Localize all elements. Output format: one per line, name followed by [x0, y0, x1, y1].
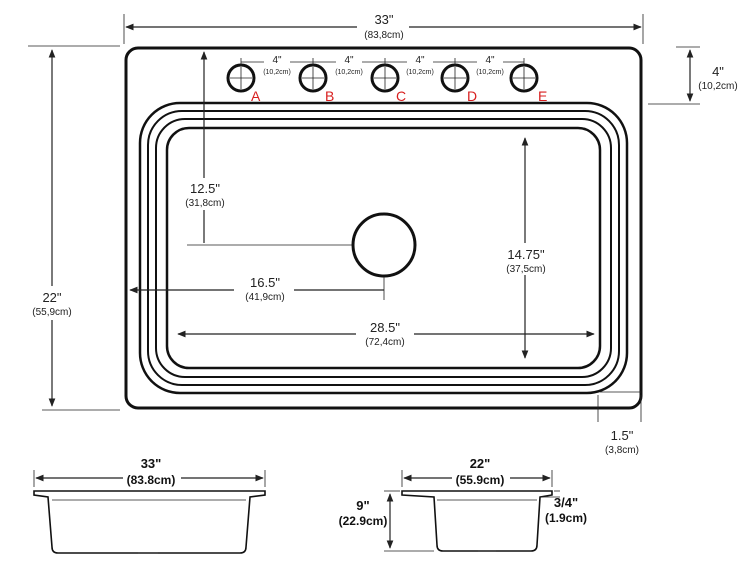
drain-from-side-in: 16.5": [250, 275, 280, 290]
spacing-cd-in: 4": [415, 55, 425, 66]
holes-to-back-dim: [648, 46, 700, 105]
spacing-bc-cm: (10,2cm): [335, 69, 363, 76]
faucet-hole-b: [298, 63, 328, 93]
spacing-de-cm: (10,2cm): [476, 69, 504, 76]
faucet-hole-d: [440, 63, 470, 93]
rim-height-in: 3/4": [554, 495, 578, 510]
drain-from-back-dim: [178, 51, 352, 246]
rim-dim: [597, 391, 642, 422]
rim-height-cm: (1.9cm): [545, 511, 587, 525]
holes-to-back-in: 4": [712, 64, 724, 79]
spacing-ab-in: 4": [272, 55, 282, 66]
bowl-width-cm: (37,5cm): [506, 264, 545, 275]
bowl-length-in: 28.5": [370, 320, 400, 335]
overall-depth-dim: [24, 45, 120, 411]
spacing-bc-in: 4": [344, 55, 354, 66]
drain-from-side-cm: (41,9cm): [245, 292, 284, 303]
drain-from-back-in: 12.5": [190, 181, 220, 196]
side-width-in: 22": [470, 456, 491, 471]
bowl-length-cm: (72,4cm): [365, 337, 404, 348]
side-depth-in: 9": [356, 498, 369, 513]
overall-depth-cm: (55,9cm): [32, 307, 71, 318]
side-view-outline: [401, 490, 553, 552]
drain-from-side-dim: [129, 272, 385, 304]
drain-from-back-cm: (31,8cm): [185, 198, 224, 209]
bowl-rims: [138, 101, 629, 395]
spacing-ab-cm: (10,2cm): [263, 69, 291, 76]
hole-label-c: C: [396, 88, 406, 104]
overall-width-cm: (83,8cm): [364, 30, 403, 41]
front-view-outline: [33, 490, 266, 554]
front-width-in: 33": [141, 456, 162, 471]
drain-hole: [351, 212, 417, 278]
faucet-hole-c: [370, 63, 400, 93]
bowl-width-in: 14.75": [507, 247, 545, 262]
side-width-cm: (55.9cm): [456, 473, 505, 487]
overall-width-dim: [123, 10, 644, 44]
faucet-hole-e: [509, 63, 539, 93]
overall-depth-in: 22": [42, 290, 61, 305]
top-view: A B C D E 4" (10,2cm) 4" (10,2cm) 4" (10…: [24, 10, 738, 456]
rim-in: 1.5": [611, 428, 634, 443]
bowl-width-dim: [500, 137, 552, 359]
hole-label-b: B: [325, 88, 334, 104]
hole-label-a: A: [251, 88, 261, 104]
rim-cm: (3,8cm): [605, 445, 639, 456]
overall-width-in: 33": [374, 12, 393, 27]
holes-to-back-cm: (10,2cm): [698, 81, 737, 92]
spacing-cd-cm: (10,2cm): [406, 69, 434, 76]
hole-label-d: D: [467, 88, 477, 104]
spacing-de-in: 4": [485, 55, 495, 66]
sink-deck-outline: [124, 46, 643, 410]
front-width-cm: (83.8cm): [127, 473, 176, 487]
hole-label-e: E: [538, 88, 547, 104]
side-depth-cm: (22.9cm): [339, 514, 388, 528]
